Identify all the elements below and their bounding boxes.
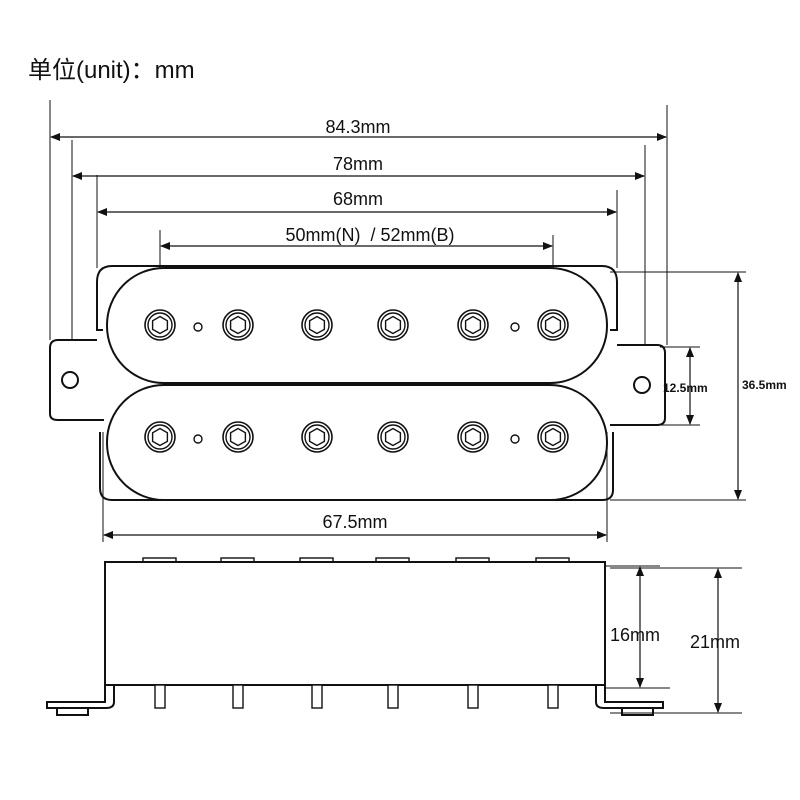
left-foot [46,684,115,709]
pole-screw [301,421,333,453]
pole-screw [144,309,176,341]
label-tab-width: 12.5mm [663,381,708,395]
hex-socket-icon [544,315,562,335]
slug-dot [510,322,520,332]
hex-socket-icon [464,315,482,335]
pole-screw [537,309,569,341]
pole-screw [222,309,254,341]
bottom-pin [547,684,559,709]
slug-dot [510,434,520,444]
bottom-pin [154,684,166,709]
hex-socket-icon [384,315,402,335]
label-base-length: 67.5mm [322,512,387,532]
label-overall-length: 84.3mm [325,117,390,137]
slug-dot [193,434,203,444]
hex-socket-icon [229,427,247,447]
label-overall-width: 36.5mm [742,378,787,392]
right-foot-pad [621,707,654,716]
bottom-pin [467,684,479,709]
pole-screw [144,421,176,453]
pole-screw [377,421,409,453]
label-cover-length: 68mm [333,189,383,209]
label-hole-spacing: 78mm [333,154,383,174]
hex-socket-icon [151,315,169,335]
lower-bobbin [106,384,608,501]
label-total-height: 21mm [690,632,740,652]
unit-label: 单位(unit)：mm [28,57,195,84]
side-body [104,561,606,686]
slug-dot [193,322,203,332]
right-mounting-hole [633,376,651,394]
upper-bobbin [106,267,608,384]
side-view [46,557,664,716]
label-body-height: 16mm [610,625,660,645]
left-foot-pad [56,707,89,716]
pole-screw [457,421,489,453]
pole-screw [537,421,569,453]
pole-screw [222,421,254,453]
hex-socket-icon [544,427,562,447]
bottom-pin [232,684,244,709]
pole-screws [144,309,569,453]
hex-socket-icon [151,427,169,447]
hex-socket-icon [229,315,247,335]
right-foot [595,684,664,709]
label-pole-spacing: 50mm(N) / 52mm(B) [285,225,454,245]
bottom-pin [387,684,399,709]
pole-screw [377,309,409,341]
top-view [49,265,666,501]
hex-socket-icon [308,427,326,447]
hex-socket-icon [464,427,482,447]
hex-socket-icon [384,427,402,447]
pole-screw [457,309,489,341]
left-mounting-hole [61,371,79,389]
hex-socket-icon [308,315,326,335]
pole-screw [301,309,333,341]
bottom-pin [311,684,323,709]
